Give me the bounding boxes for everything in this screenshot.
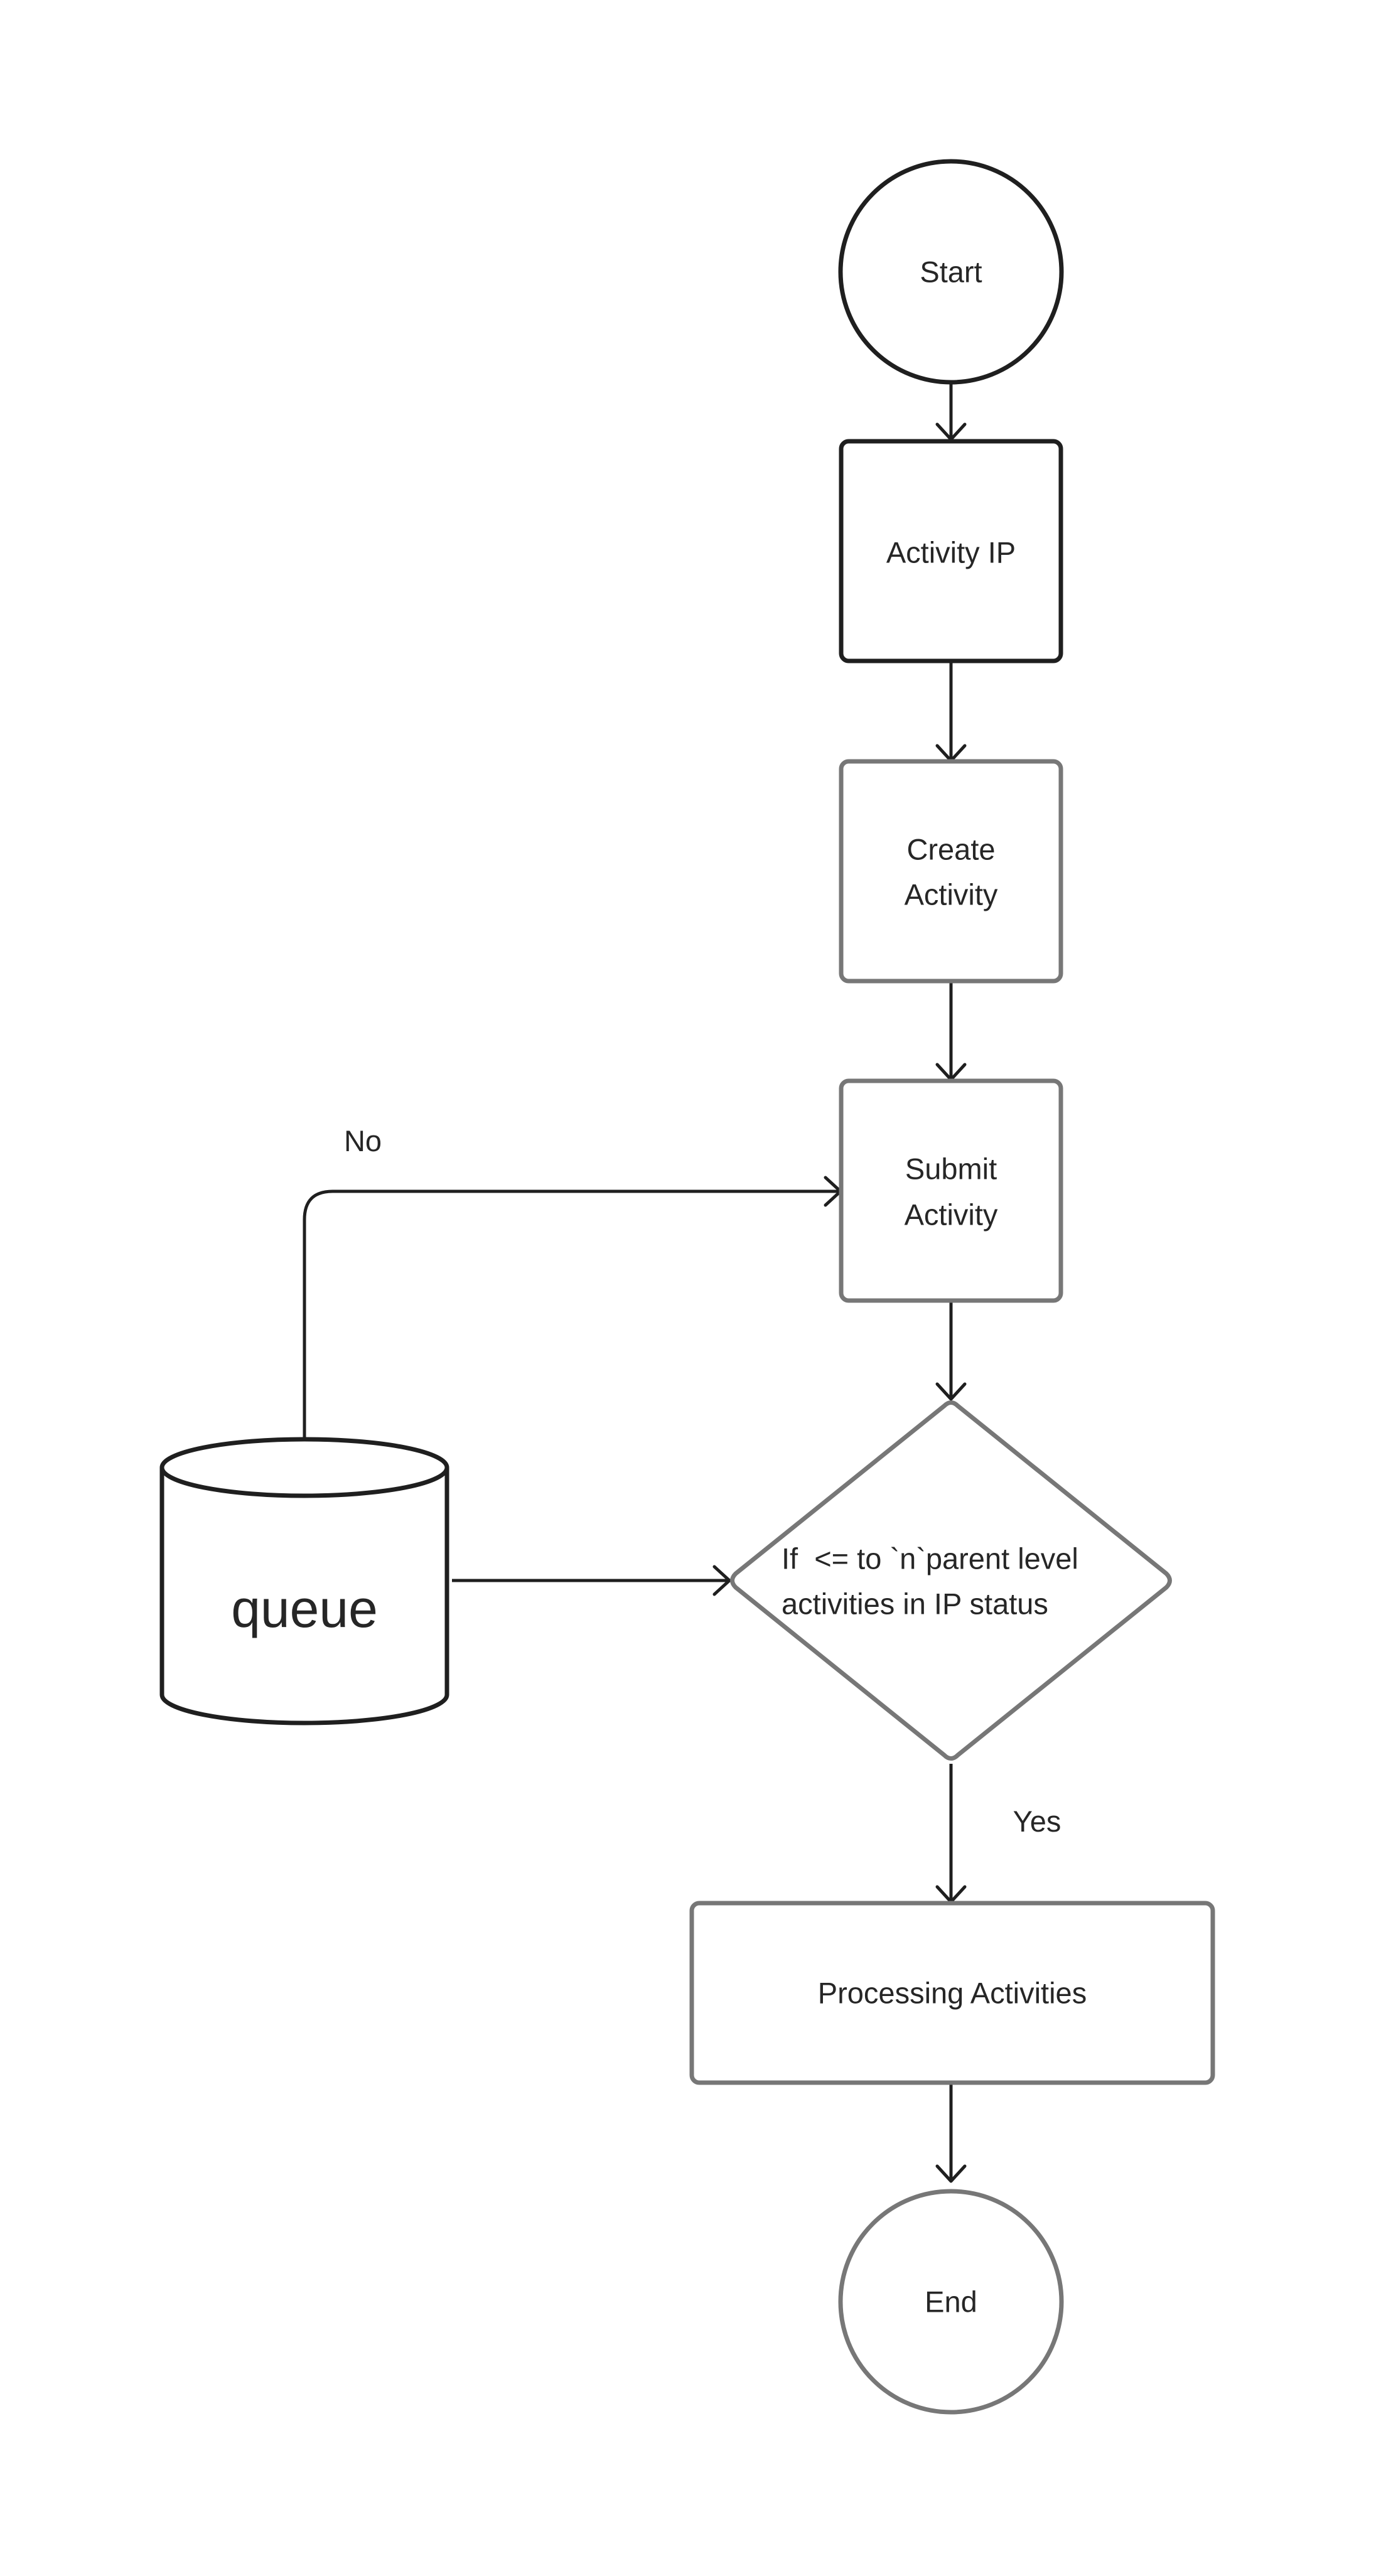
submit-activity-label-line2: Activity bbox=[905, 1198, 998, 1232]
activity-ip-node[interactable]: Activity IP bbox=[839, 439, 1063, 663]
create-activity-label-line1: Create bbox=[906, 833, 995, 866]
edge-label-yes: Yes bbox=[1013, 1805, 1061, 1838]
create-activity-label-line2: Activity bbox=[905, 878, 998, 911]
queue-database-node[interactable]: queue bbox=[159, 1437, 449, 1725]
connector-activity-ip-to-create bbox=[935, 662, 967, 763]
connector-queue-to-submit-no bbox=[303, 1176, 842, 1437]
decision-label-line2: activities in IP status bbox=[782, 1587, 1048, 1621]
decision-node[interactable]: If <= to `n`parent level activities in I… bbox=[730, 1400, 1172, 1761]
queue-label: queue bbox=[231, 1579, 378, 1638]
end-label: End bbox=[925, 2285, 977, 2319]
submit-activity-label-line1: Submit bbox=[905, 1152, 997, 1186]
connector-submit-to-decision bbox=[935, 1302, 967, 1401]
edge-label-no: No bbox=[344, 1124, 382, 1157]
processing-activities-node[interactable]: Processing Activities bbox=[689, 1901, 1215, 2085]
connector-decision-to-processing bbox=[935, 1764, 967, 1904]
connector-queue-to-decision bbox=[452, 1565, 731, 1596]
processing-activities-label: Processing Activities bbox=[818, 1977, 1087, 2010]
start-label: Start bbox=[920, 255, 982, 289]
submit-activity-node[interactable]: Submit Activity bbox=[839, 1078, 1063, 1303]
connector-start-to-activity-ip bbox=[935, 383, 967, 441]
end-node[interactable]: End bbox=[838, 2189, 1064, 2415]
decision-label-line1: If <= to `n`parent level bbox=[782, 1542, 1078, 1575]
connector-create-to-submit bbox=[935, 982, 967, 1081]
connector-processing-to-end bbox=[935, 2084, 967, 2183]
activity-ip-label: Activity IP bbox=[886, 536, 1016, 569]
create-activity-node[interactable]: Create Activity bbox=[839, 759, 1063, 984]
start-node[interactable]: Start bbox=[838, 159, 1064, 385]
